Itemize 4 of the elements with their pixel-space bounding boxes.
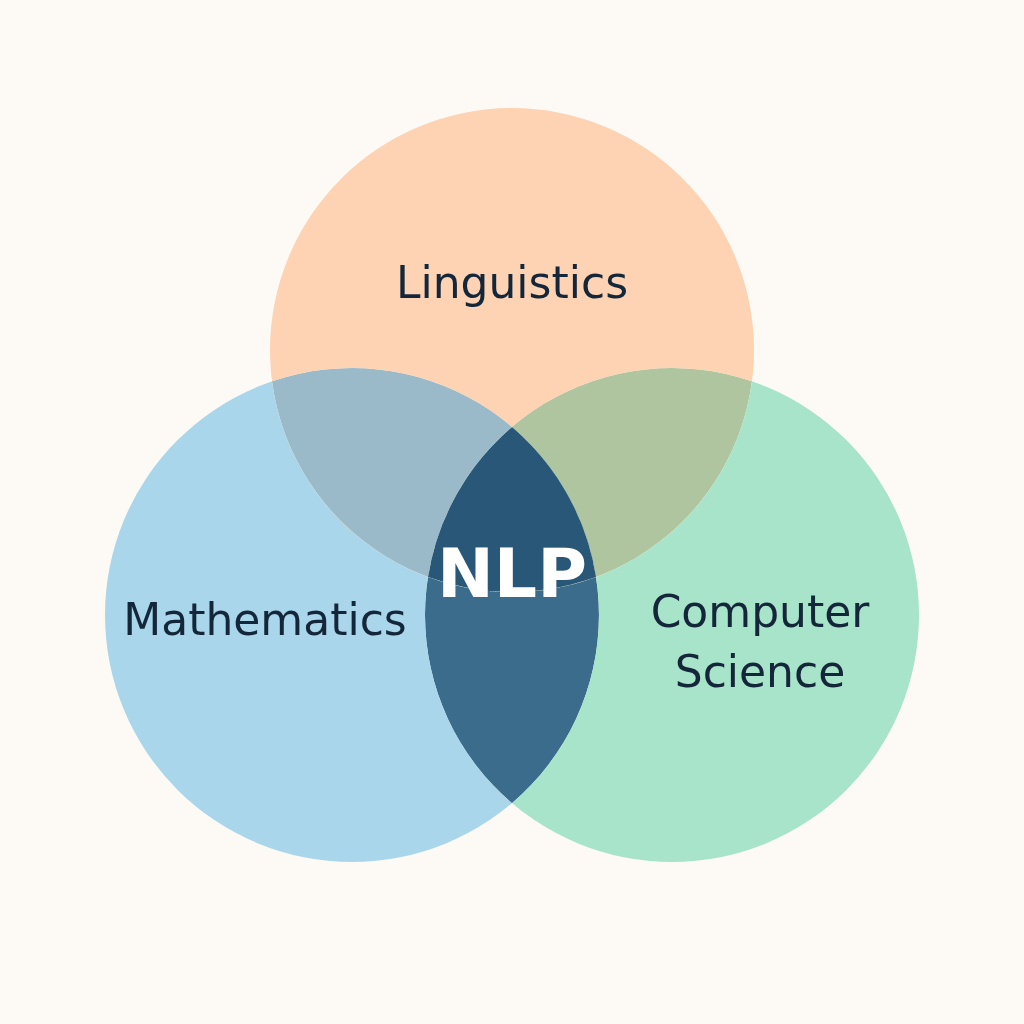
region-label: NLP (436, 533, 587, 613)
circle-label: Linguistics (395, 256, 629, 311)
circle-label: Computer Science (649, 585, 871, 699)
circle-label: Mathematics (123, 593, 407, 648)
